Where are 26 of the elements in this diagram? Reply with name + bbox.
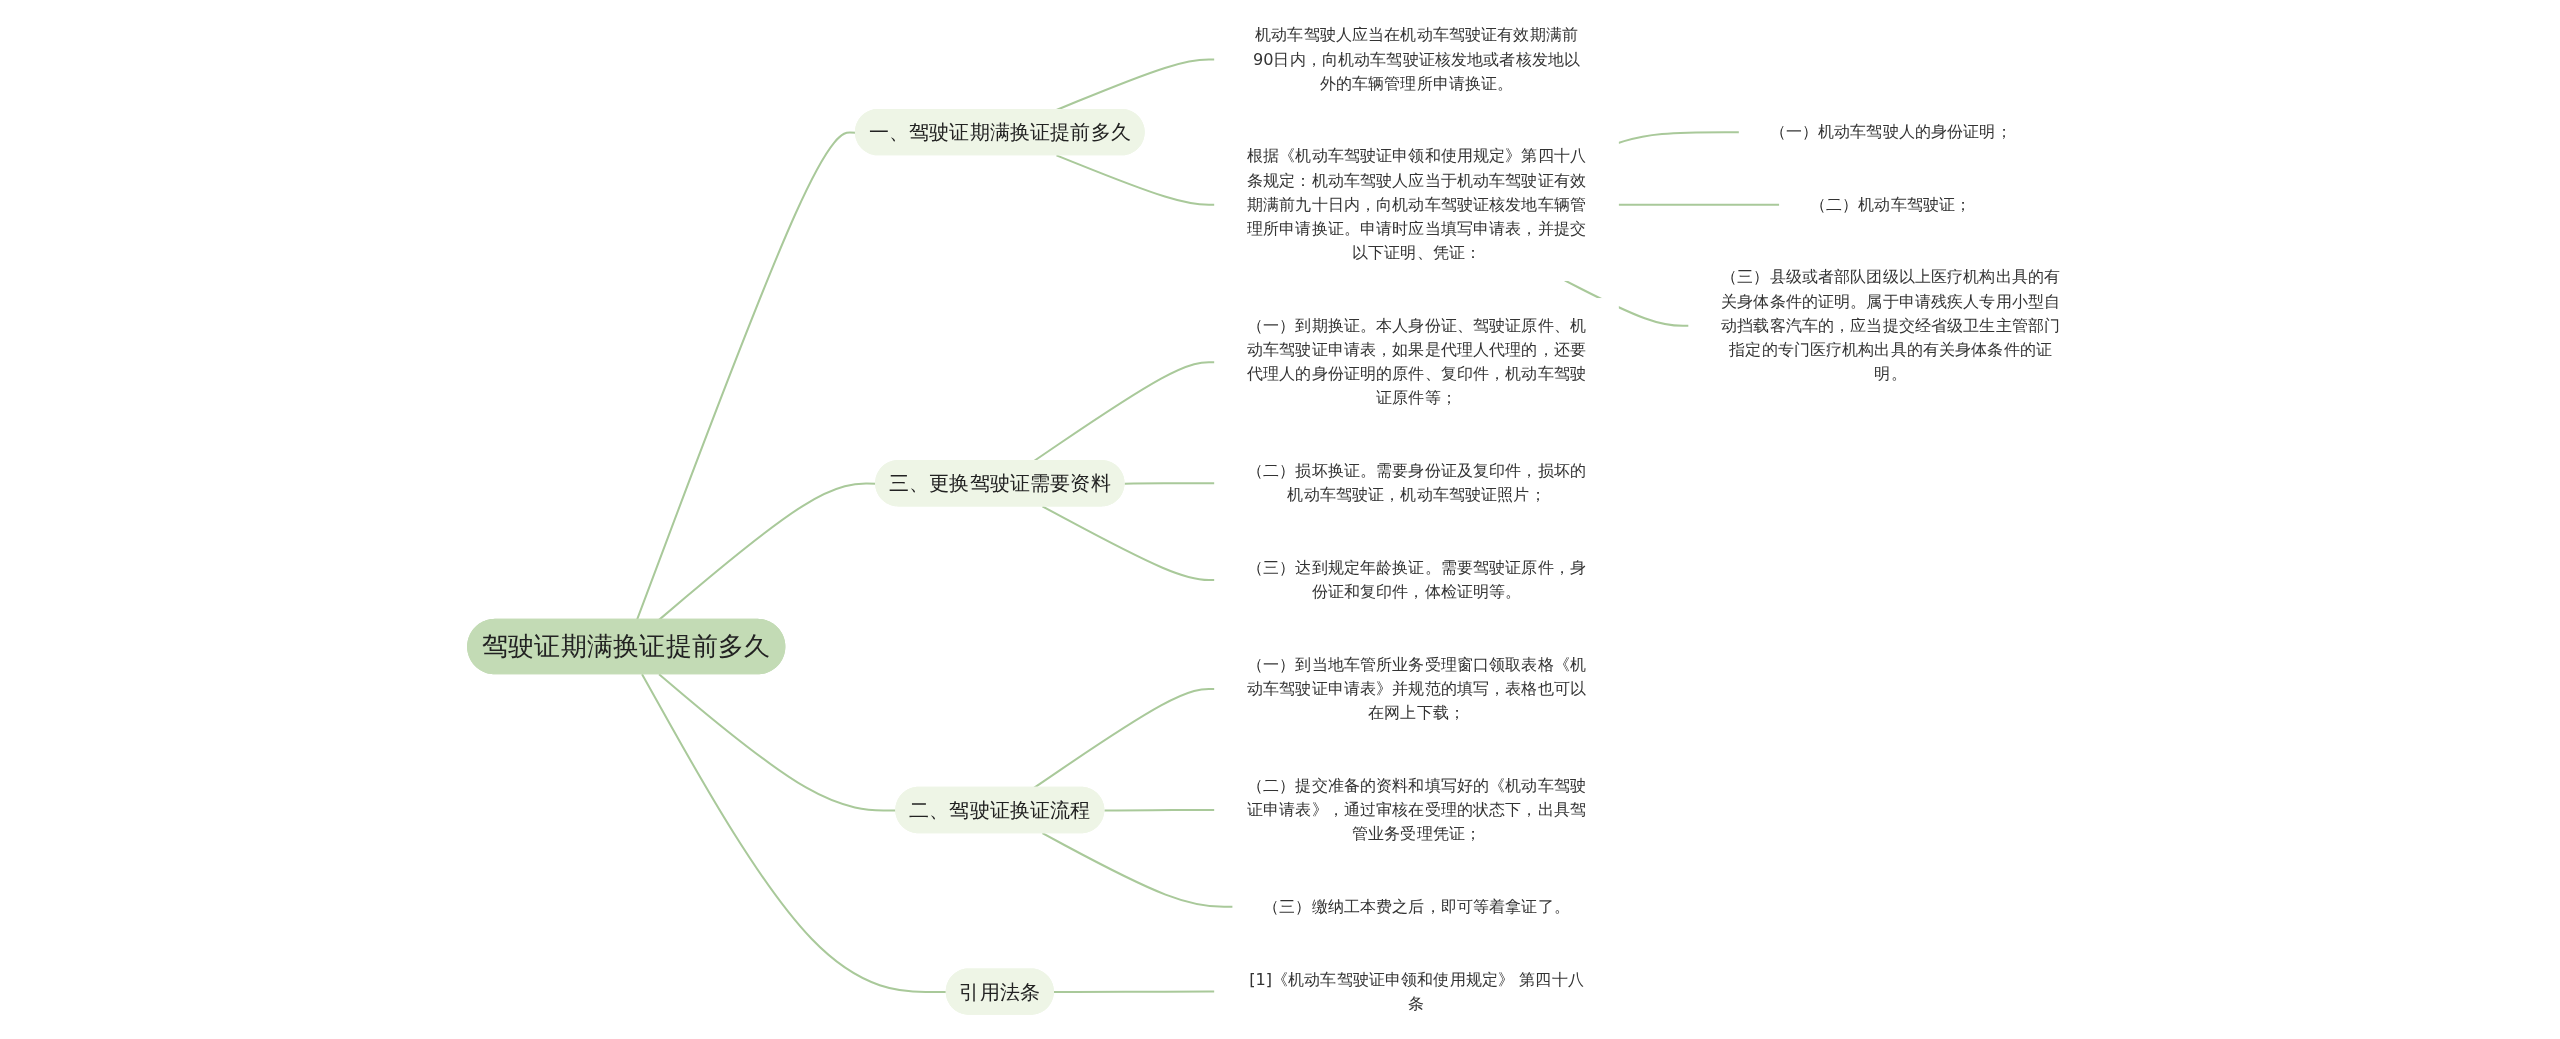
connector — [1033, 361, 1215, 462]
node-text: （三）县级或者部队团级以上医疗机构出具的有关身体条件的证明。属于申请残疾人专用小型自动挡载客汽车的，应当提交经省级卫生主管部门指定的专门医疗机构出具的有关身体条件的证明。 — [1721, 267, 2061, 384]
connector — [636, 131, 856, 621]
node-text: [1]《机动车驾驶证申领和使用规定》 第四十八条 — [1249, 969, 1584, 1013]
node-text: （三）达到规定年龄换证。需要驾驶证原件，身份证和复印件，体检证明等。 — [1247, 557, 1586, 602]
node-text: （一）到期换证。本人身份证、驾驶证原件、机动车驾驶证申请表，如果是代理人代理的，还要代理人的身份证明的原件、复印件，机动车驾驶证原件等； — [1247, 315, 1586, 408]
connector — [658, 673, 897, 812]
connector — [1056, 154, 1215, 206]
connector — [1041, 505, 1215, 582]
connector — [1124, 482, 1215, 485]
node-text: （二）机动车驾驶证； — [1809, 194, 1972, 214]
connector — [1053, 990, 1215, 994]
node-text: （三）缴纳工本费之后，即可等着拿证了。 — [1263, 896, 1570, 916]
node-text: （一）机动车驾驶人的身份证明； — [1769, 122, 2012, 142]
node-text: （二）损坏换证。需要身份证及复印件，损坏的机动车驾驶证，机动车驾驶证照片； — [1247, 460, 1586, 505]
node-text: （一）到当地车管所业务受理窗口领取表格《机动车驾驶证申请表》并规范的填写，表格也可以在网上下载； — [1247, 654, 1586, 723]
connector — [1104, 809, 1215, 812]
connector — [1056, 58, 1215, 111]
connector — [1041, 832, 1233, 908]
node-text: （二）提交准备的资料和填写好的《机动车驾驶证申请表》，通过审核在受理的状态下，出具驾管业务受理凭证； — [1247, 775, 1586, 844]
connector — [1033, 687, 1215, 789]
connector — [641, 673, 947, 994]
node-text: 根据《机动车驾驶证申领和使用规定》第四十八条规定：机动车驾驶人应当于机动车驾驶证有效期满前九十日内，向机动车驾驶证核发地车辆管理所申请换证。申请时应当填写申请表，并提交以下证明、凭证： — [1247, 146, 1586, 263]
node-text: 机动车驾驶人应当在机动车驾驶证有效期满前90日内，向机动车驾驶证核发地或者核发地以外的车辆管理所申请换证。 — [1252, 25, 1581, 93]
connector — [1618, 131, 1740, 144]
connector — [1618, 203, 1780, 206]
